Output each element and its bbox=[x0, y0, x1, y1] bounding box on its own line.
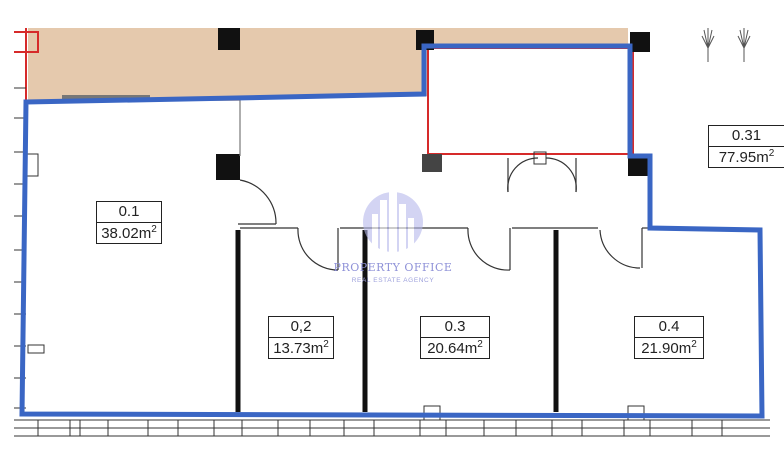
offered-area-outline bbox=[19, 43, 765, 419]
room-area: 77.95m2 bbox=[718, 148, 775, 166]
room-area: 20.64m2 bbox=[427, 339, 483, 357]
room-label-0-3: 0.3 20.64m2 bbox=[420, 316, 490, 359]
room-id: 0.1 bbox=[97, 202, 161, 223]
partition-walls bbox=[235, 230, 559, 412]
columns bbox=[216, 28, 650, 180]
room-area: 13.73m2 bbox=[273, 339, 329, 357]
left-wall-radiator bbox=[27, 344, 45, 354]
room-id: 0.3 bbox=[421, 317, 489, 338]
bottom-facade bbox=[14, 405, 770, 437]
door-swings bbox=[238, 157, 643, 271]
window-sill bbox=[62, 95, 150, 100]
left-wall-niche bbox=[25, 153, 39, 177]
room-area: 21.90m2 bbox=[641, 339, 697, 357]
column-base-small bbox=[422, 154, 442, 172]
shaded-area-right bbox=[428, 28, 628, 48]
entrance-door bbox=[533, 151, 547, 165]
room-label-0-31: 0.31 77.95m2 bbox=[708, 125, 784, 168]
room-label-0-4: 0.4 21.90m2 bbox=[634, 316, 704, 359]
shaded-area-left bbox=[28, 28, 240, 101]
room-id: 0.4 bbox=[635, 317, 703, 338]
plant-symbols bbox=[701, 28, 751, 62]
room-label-0-2: 0,2 13.73m2 bbox=[268, 316, 334, 359]
room-id: 0.31 bbox=[709, 126, 784, 147]
room-id: 0,2 bbox=[269, 317, 333, 338]
room-area: 38.02m2 bbox=[101, 224, 157, 242]
watermark-logo-icon bbox=[363, 186, 423, 252]
room-label-0-1: 0.1 38.02m2 bbox=[96, 201, 162, 244]
shaded-area-middle bbox=[240, 28, 428, 96]
